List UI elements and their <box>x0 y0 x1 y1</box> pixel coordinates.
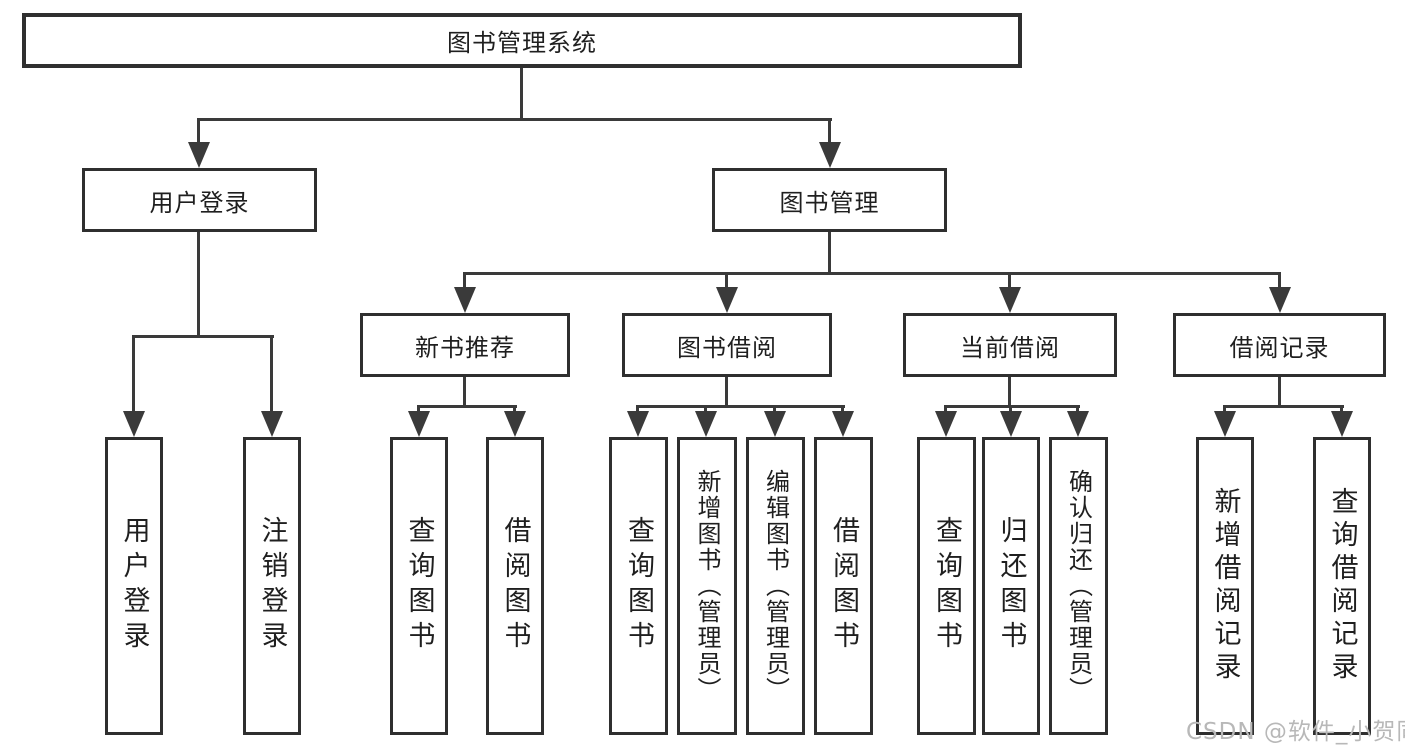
arrow-down-icon <box>819 142 841 168</box>
connector-line <box>1076 405 1079 415</box>
arrow-down-icon <box>188 142 210 168</box>
connector-line <box>636 405 845 408</box>
connector-line <box>828 232 831 274</box>
arrow-down-icon <box>1214 411 1236 437</box>
arrow-down-icon <box>627 411 649 437</box>
connector-line <box>725 272 728 290</box>
node-book-borrow: 图书借阅 <box>622 313 832 377</box>
arrow-down-icon <box>123 411 145 437</box>
connector-line <box>417 405 420 415</box>
connector-line <box>1340 405 1343 415</box>
connector-line <box>725 377 728 408</box>
arrow-down-icon <box>408 411 430 437</box>
connector-line <box>197 118 200 146</box>
arrow-down-icon <box>695 411 717 437</box>
leaf-borrow-books: 借阅图书 <box>814 437 873 735</box>
leaf-return-book: 归还图书 <box>982 437 1040 735</box>
connector-line <box>513 405 516 415</box>
connector-line <box>197 232 200 338</box>
leaf-query-books-borrow: 查询图书 <box>609 437 668 735</box>
csdn-watermark: CSDN @软件_小贺同学 <box>1186 719 1405 745</box>
arrow-down-icon <box>454 287 476 313</box>
leaf-add-book-admin: 新增图书（管理员） <box>677 437 737 735</box>
leaf-query-books-current: 查询图书 <box>917 437 976 735</box>
arrow-down-icon <box>261 411 283 437</box>
arrow-down-icon <box>764 411 786 437</box>
connector-line <box>841 405 844 415</box>
connector-line <box>944 405 1080 408</box>
connector-line <box>463 272 1281 275</box>
arrow-down-icon <box>716 287 738 313</box>
node-borrow-records: 借阅记录 <box>1173 313 1386 377</box>
connector-line <box>463 377 466 408</box>
leaf-logout-login: 注销登录 <box>243 437 301 735</box>
connector-line <box>1223 405 1344 408</box>
arrow-down-icon <box>999 287 1021 313</box>
connector-line <box>828 118 831 146</box>
arrow-down-icon <box>935 411 957 437</box>
leaf-edit-book-admin: 编辑图书（管理员） <box>746 437 805 735</box>
connector-line <box>636 405 639 415</box>
connector-line <box>197 118 832 121</box>
connector-line <box>463 272 466 290</box>
connector-line <box>773 405 776 415</box>
connector-line <box>704 405 707 415</box>
connector-line <box>1278 272 1281 290</box>
node-root: 图书管理系统 <box>22 13 1022 68</box>
node-current-borrow: 当前借阅 <box>903 313 1117 377</box>
leaf-query-books-recommend: 查询图书 <box>390 437 448 735</box>
connector-line <box>520 68 523 118</box>
arrow-down-icon <box>1331 411 1353 437</box>
arrow-down-icon <box>832 411 854 437</box>
leaf-user-login: 用户登录 <box>105 437 163 735</box>
leaf-borrow-books-recommend: 借阅图书 <box>486 437 544 735</box>
node-book-management: 图书管理 <box>712 168 947 232</box>
arrow-down-icon <box>1067 411 1089 437</box>
connector-line <box>1008 377 1011 408</box>
arrow-down-icon <box>1000 411 1022 437</box>
connector-line <box>1223 405 1226 415</box>
connector-line <box>417 405 517 408</box>
arrow-down-icon <box>504 411 526 437</box>
arrow-down-icon <box>1269 287 1291 313</box>
connector-line <box>1278 377 1281 408</box>
leaf-query-borrow-record: 查询借阅记录 <box>1313 437 1371 735</box>
connector-line <box>1009 405 1012 415</box>
leaf-confirm-return-admin: 确认归还（管理员） <box>1049 437 1108 735</box>
leaf-add-borrow-record: 新增借阅记录 <box>1196 437 1254 735</box>
connector-line <box>270 335 273 415</box>
connector-line <box>132 335 274 338</box>
connector-line <box>944 405 947 415</box>
node-user-login: 用户登录 <box>82 168 317 232</box>
node-new-book-recommend: 新书推荐 <box>360 313 570 377</box>
connector-line <box>132 335 135 415</box>
connector-line <box>1008 272 1011 290</box>
